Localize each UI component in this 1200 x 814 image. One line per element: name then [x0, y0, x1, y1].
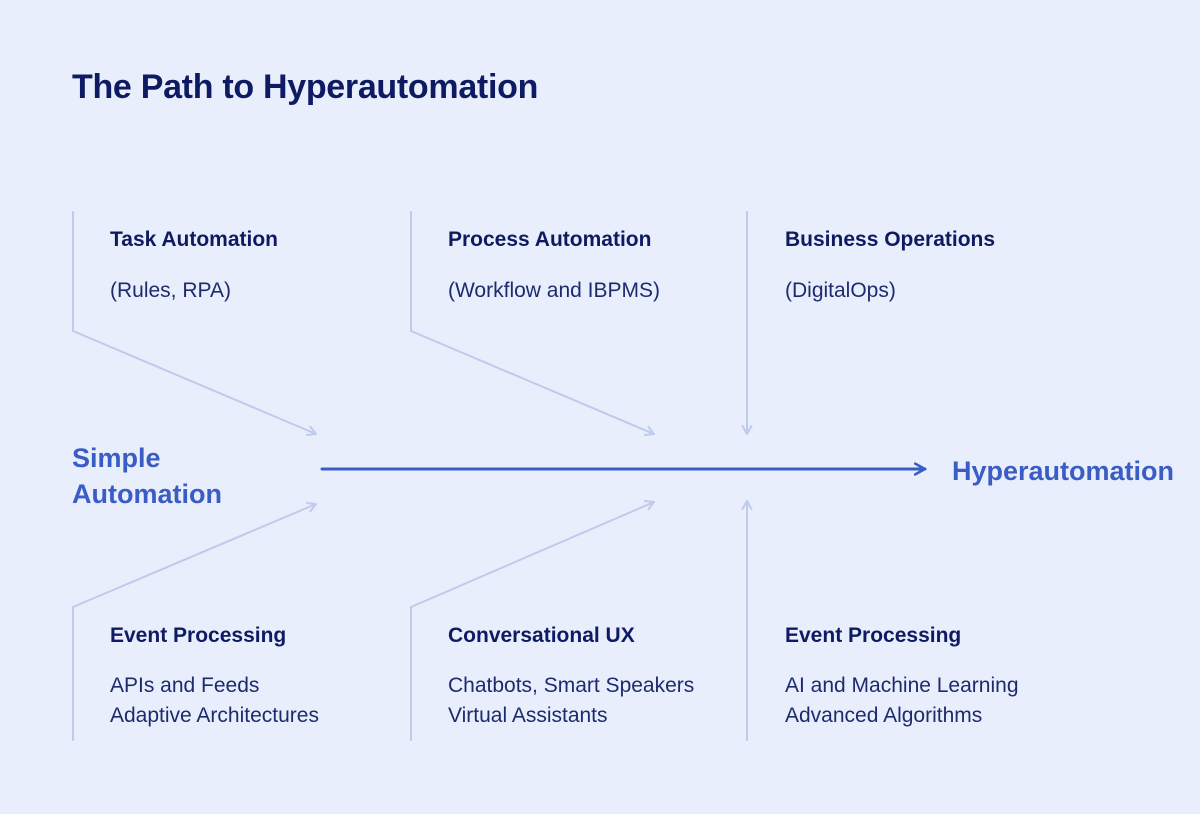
section-title: Process Automation: [448, 228, 652, 251]
flow-end-label: Hyperautomation: [952, 456, 1175, 486]
section-detail-line: AI and Machine Learning: [785, 674, 1019, 697]
section-subtitle: (Workflow and IBPMS): [448, 279, 660, 302]
section-task-automation: Task Automation (Rules, RPA): [110, 228, 278, 303]
flow-start-label: Simple Automation: [72, 443, 222, 509]
section-detail-line: APIs and Feeds: [110, 674, 260, 697]
section-event-processing-right: Event Processing AI and Machine Learning…: [785, 624, 1019, 731]
section-title: Event Processing: [110, 624, 287, 647]
section-conversational-ux: Conversational UX Chatbots, Smart Speake…: [448, 624, 694, 731]
section-business-operations: Business Operations (DigitalOps): [785, 228, 995, 303]
section-detail-line: Advanced Algorithms: [785, 704, 983, 727]
section-detail-line: Adaptive Architectures: [110, 704, 319, 727]
section-title: Task Automation: [110, 228, 279, 251]
section-subtitle: (DigitalOps): [785, 279, 896, 302]
page-title: The Path to Hyperautomation: [72, 68, 539, 106]
section-title: Event Processing: [785, 624, 962, 647]
section-title: Conversational UX: [448, 624, 635, 647]
section-detail-line: Virtual Assistants: [448, 704, 608, 727]
section-title: Business Operations: [785, 228, 996, 251]
section-subtitle: (Rules, RPA): [110, 279, 231, 302]
section-event-processing-left: Event Processing APIs and Feeds Adaptive…: [110, 624, 319, 731]
section-detail-line: Chatbots, Smart Speakers: [448, 674, 695, 697]
section-process-automation: Process Automation (Workflow and IBPMS): [448, 228, 660, 303]
